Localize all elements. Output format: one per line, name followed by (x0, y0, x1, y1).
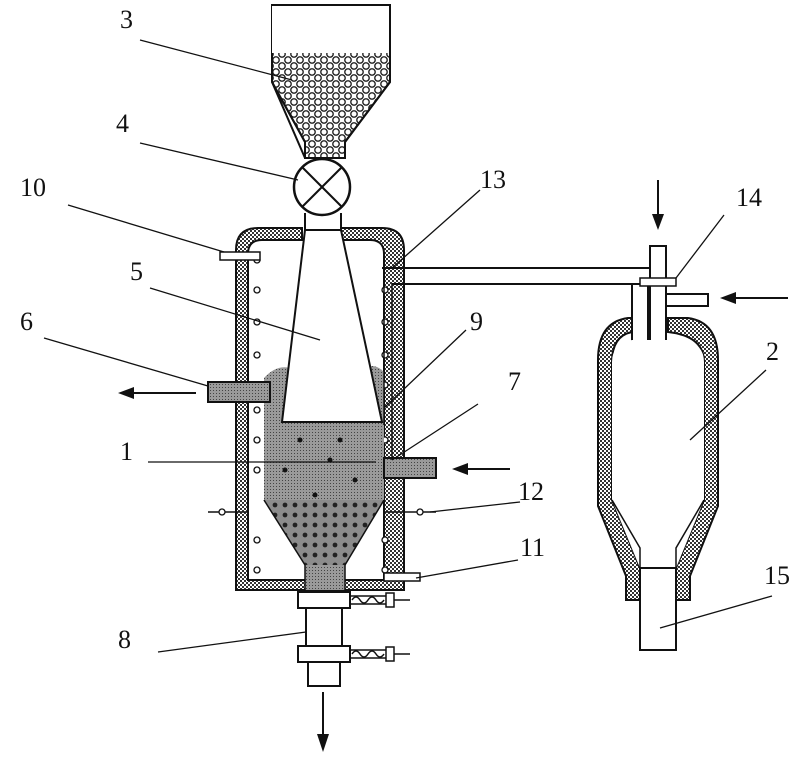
callout-2: 2 (766, 337, 779, 366)
callout-9: 9 (470, 307, 483, 336)
callout-13: 13 (480, 165, 506, 194)
port-11 (383, 572, 421, 582)
arrow-inlet-7 (452, 463, 510, 475)
callout-15: 15 (764, 561, 790, 590)
discharge-pipe (297, 591, 410, 687)
callout-6: 6 (20, 307, 33, 336)
arrow-discharge-8 (317, 692, 329, 752)
inner-cone (280, 229, 384, 423)
callout-11: 11 (520, 533, 545, 562)
leader-lines (43, 39, 773, 653)
feed-hopper (271, 4, 391, 159)
callout-5: 5 (130, 257, 143, 286)
arrow-inlet-14-top (652, 180, 664, 230)
callout-1: 1 (120, 437, 133, 466)
rotary-valve (292, 157, 352, 230)
callout-8: 8 (118, 625, 131, 654)
heating-coil-left (253, 256, 261, 574)
callout-14: 14 (736, 183, 762, 212)
arrow-outlet-6 (118, 387, 196, 399)
port-12-left (208, 508, 248, 516)
callout-3: 3 (120, 5, 133, 34)
cyclone-separator (597, 245, 719, 651)
callout-7: 7 (508, 367, 521, 396)
gas-pipe (382, 267, 650, 460)
port-10 (219, 251, 261, 261)
arrow-inlet-14-side (720, 292, 788, 304)
callout-12: 12 (518, 477, 544, 506)
port-12-right (384, 508, 436, 516)
outlet-port-6 (207, 381, 271, 403)
callout-4: 4 (116, 109, 129, 138)
inlet-port-7 (383, 457, 437, 479)
callout-10: 10 (20, 173, 46, 202)
callout-labels: 3 4 10 5 6 9 7 13 14 2 1 12 11 15 8 (20, 5, 790, 654)
